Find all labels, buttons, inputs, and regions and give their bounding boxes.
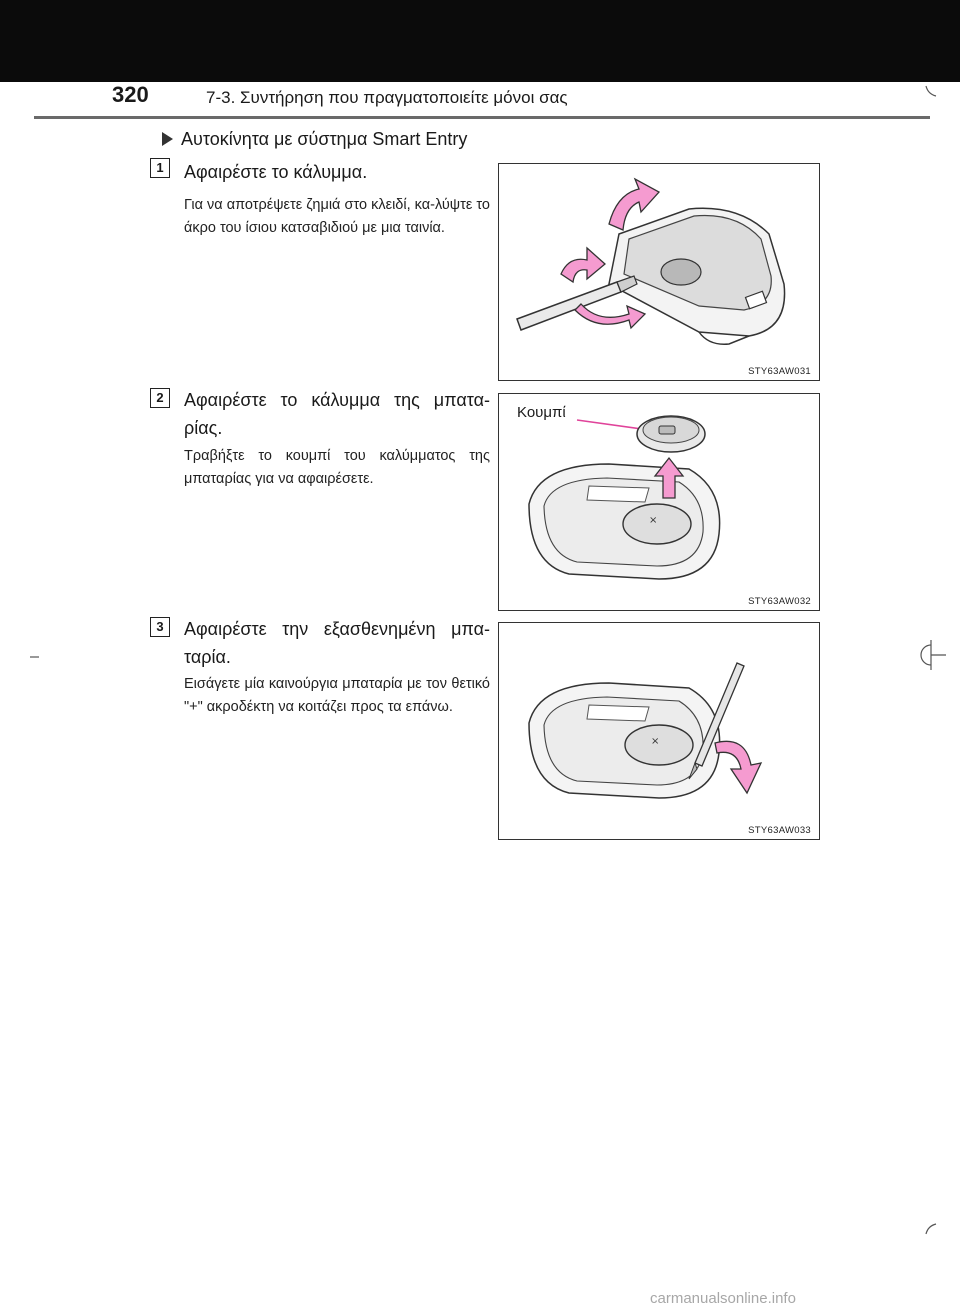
top-black-bar xyxy=(0,0,960,82)
figure-key-cover-removal: STY63AW031 xyxy=(498,163,820,381)
figure-code: STY63AW033 xyxy=(748,825,811,836)
crop-mark-icon xyxy=(925,1223,937,1235)
battery-removal-illustration: × xyxy=(528,662,763,799)
step-number-badge: 2 xyxy=(150,388,170,408)
svg-text:×: × xyxy=(649,515,657,526)
svg-text:×: × xyxy=(651,736,659,747)
step-title: Αφαιρέστε το κάλυμμα της μπατα-ρίας. xyxy=(184,390,490,438)
button-callout-label: Κουμπί xyxy=(517,404,566,421)
registration-mark-icon xyxy=(920,640,946,670)
page-number: 320 xyxy=(112,82,149,107)
figure-battery-removal: × STY63AW033 xyxy=(498,622,820,840)
crop-mark-icon xyxy=(30,656,39,658)
step-description: Για να αποτρέψετε ζημιά στο κλειδί, κα-λ… xyxy=(184,197,490,236)
step-title: Αφαιρέστε το κάλυμμα. xyxy=(184,162,368,182)
header-rule xyxy=(34,116,930,119)
figure-code: STY63AW031 xyxy=(748,366,811,377)
step-title: Αφαιρέστε την εξασθενημένη μπα-ταρία. xyxy=(184,619,490,667)
key-fob-illustration xyxy=(516,177,786,345)
battery-cover-illustration: × xyxy=(528,415,721,580)
watermark: carmanualsonline.info xyxy=(650,1290,796,1307)
triangle-bullet-icon xyxy=(162,132,173,146)
step-number-badge: 3 xyxy=(150,617,170,637)
step-description: Τραβήξτε το κουμπί του καλύμματος της μπ… xyxy=(184,448,490,487)
subsection-heading: Αυτοκίνητα με σύστημα Smart Entry xyxy=(162,126,467,152)
section-title: 7-3. Συντήρηση που πραγματοποιείτε μόνοι… xyxy=(206,88,568,107)
subsection-title: Αυτοκίνητα με σύστημα Smart Entry xyxy=(181,129,468,149)
crop-mark-icon xyxy=(925,85,937,97)
step-description: Εισάγετε μία καινούργια μπαταρία με τον … xyxy=(184,676,490,715)
step-number-badge: 1 xyxy=(150,158,170,178)
figure-battery-cover-removal: × Κουμπί STY63AW032 xyxy=(498,393,820,611)
figure-code: STY63AW032 xyxy=(748,596,811,607)
